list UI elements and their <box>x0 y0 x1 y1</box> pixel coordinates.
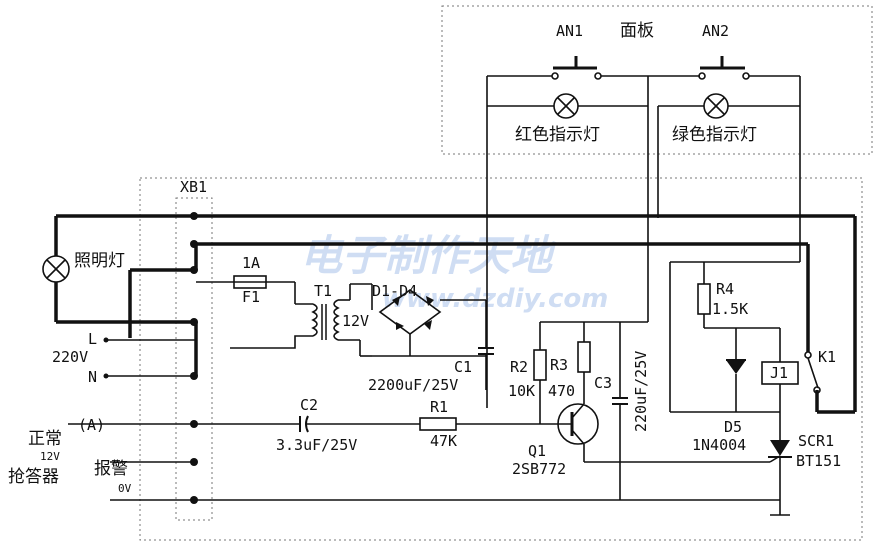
r1-value-label: 47K <box>430 432 457 450</box>
main-board-enclosure <box>139 177 863 541</box>
resistor-r1 <box>419 417 572 431</box>
resistor-r3 <box>577 322 591 404</box>
red-lamp-label: 红色指示灯 <box>515 125 600 145</box>
k1-label: K1 <box>818 348 836 366</box>
xb1-label: XB1 <box>180 178 207 196</box>
watermark-title: 电子制作天地 <box>300 231 557 280</box>
r2-label: R2 <box>510 358 528 376</box>
relay-j1 <box>761 328 799 440</box>
an1-label: AN1 <box>556 22 583 40</box>
xb1-terminals <box>190 212 198 504</box>
d5-value-label: 1N4004 <box>692 436 746 454</box>
green-indicator-lamp <box>658 93 800 119</box>
transistor-q1 <box>557 403 770 463</box>
c3-label: C3 <box>594 374 612 392</box>
mains-voltage-label: 220V <box>52 348 88 366</box>
diode-d5 <box>726 328 746 412</box>
panel-title: 面板 <box>620 21 654 41</box>
transformer-label: T1 <box>314 282 332 300</box>
fuse-f1 <box>196 275 296 304</box>
r3-label: R3 <box>550 356 568 374</box>
mains-l-label: L <box>88 330 97 348</box>
panel-switch-an2 <box>698 56 800 80</box>
fuse-label: F1 <box>242 288 260 306</box>
capacitor-c2 <box>299 415 420 433</box>
watermark-url: www.dzdiy.com <box>382 284 608 314</box>
c2-value-label: 3.3uF/25V <box>276 436 357 454</box>
lighting-lamp <box>42 255 70 283</box>
input-0v-label: 0V <box>118 482 132 495</box>
scr-value-label: BT151 <box>796 452 841 470</box>
panel-switch-an1 <box>487 56 700 80</box>
transformer-t1 <box>230 283 372 349</box>
an2-label: AN2 <box>702 22 729 40</box>
bridge-rectifier-d1-d4 <box>359 284 486 357</box>
mains-wiring <box>54 214 857 414</box>
resistor-r2 <box>533 322 547 424</box>
fuse-value-label: 1A <box>242 254 260 272</box>
input-alarm-label: 报警 <box>94 459 128 479</box>
terminal-block-xb1 <box>175 197 213 521</box>
red-indicator-lamp <box>487 93 648 119</box>
resistor-r4 <box>697 262 780 329</box>
transformer-secondary-label: 12V <box>342 312 369 330</box>
d5-label: D5 <box>724 418 742 436</box>
relay-label: J1 <box>770 364 788 382</box>
input-a-label: (A) <box>78 416 105 434</box>
r4-label: R4 <box>716 280 734 298</box>
panel-enclosure <box>441 5 873 155</box>
r1-label: R1 <box>430 398 448 416</box>
c1-value-label: 2200uF/25V <box>368 376 458 394</box>
bridge-label: D1-D4 <box>372 282 417 300</box>
scr-scr1 <box>768 440 792 480</box>
input-12v-label: 12V <box>40 450 60 463</box>
q1-value-label: 2SB772 <box>512 460 566 478</box>
c1-label: C1 <box>454 358 472 376</box>
q1-label: Q1 <box>528 442 546 460</box>
relay-contact-k1 <box>804 351 821 394</box>
r2-value-label: 10K <box>508 382 535 400</box>
green-lamp-label: 绿色指示灯 <box>672 125 757 145</box>
input-device-label: 抢答器 <box>8 467 59 487</box>
r4-value-label: 1.5K <box>712 300 748 318</box>
capacitor-c3 <box>612 322 628 500</box>
c3-value-label: 220uF/25V <box>632 351 650 432</box>
input-normal-label: 正常 <box>28 429 62 449</box>
capacitor-c1 <box>478 300 494 390</box>
scr-label: SCR1 <box>798 432 834 450</box>
r3-value-label: 470 <box>548 382 575 400</box>
lighting-lamp-label: 照明灯 <box>74 251 125 271</box>
c2-label: C2 <box>300 396 318 414</box>
mains-n-label: N <box>88 368 97 386</box>
